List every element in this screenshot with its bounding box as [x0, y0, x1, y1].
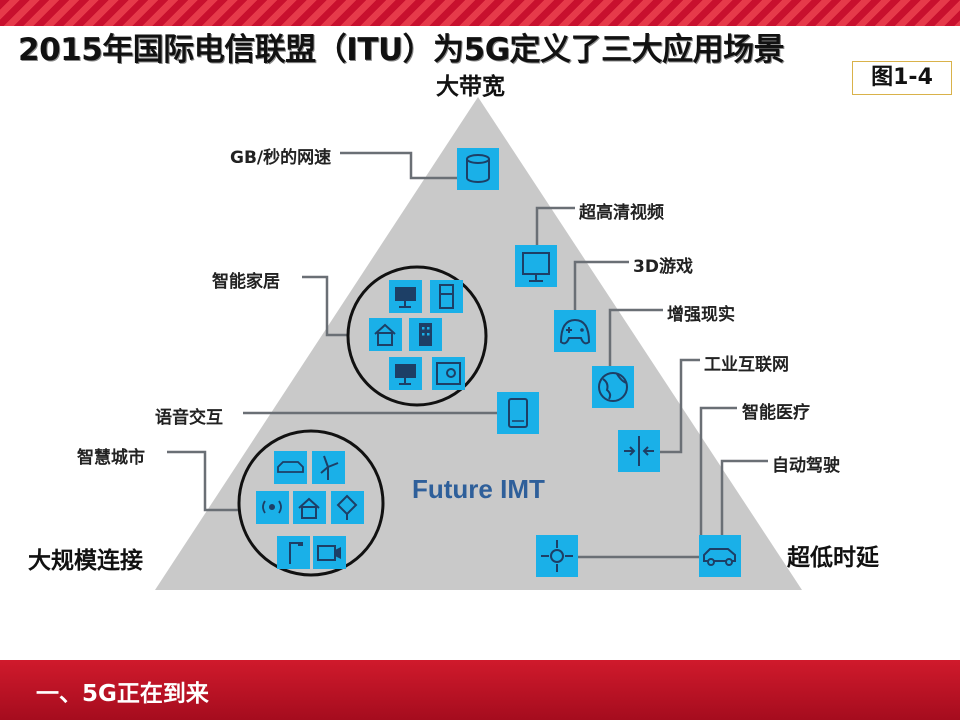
- street-light-icon: [277, 536, 310, 569]
- house-icon: [369, 318, 402, 351]
- corner-label-top: 大带宽: [436, 74, 505, 100]
- scenario-diagram: [155, 97, 802, 590]
- camera-icon: [313, 536, 346, 569]
- tv-icon: [389, 357, 422, 390]
- fridge-icon: [430, 280, 463, 313]
- car-icon: [274, 451, 307, 484]
- connector-lines: [167, 151, 768, 559]
- label-ar: 增强现实: [667, 305, 735, 325]
- label-voice-interaction: 语音交互: [155, 408, 223, 428]
- car-icon: [699, 535, 741, 577]
- signal-icon: [256, 491, 289, 524]
- label-3d-game: 3D游戏: [633, 257, 693, 277]
- label-smart-home: 智能家居: [212, 272, 280, 292]
- label-smart-medical: 智能医疗: [742, 403, 810, 423]
- top-decor-band: [0, 0, 960, 26]
- monitor-icon: [515, 245, 557, 287]
- label-industrial-internet: 工业互联网: [704, 355, 789, 375]
- label-gb-speed: GB/秒的网速: [230, 148, 332, 168]
- globe-icon: [592, 366, 634, 408]
- slide-title: 2015年国际电信联盟（ITU）为5G定义了三大应用场景: [18, 32, 785, 68]
- move-arrows-icon: [536, 535, 578, 577]
- corner-label-bottom-left: 大规模连接: [28, 548, 143, 574]
- future-imt-label: Future IMT: [412, 474, 545, 504]
- tv-icon: [389, 280, 422, 313]
- bottom-decor-band: [0, 660, 960, 720]
- label-smart-city: 智慧城市: [77, 448, 145, 468]
- tree-icon: [331, 491, 364, 524]
- section-title: 一、5G正在到来: [36, 681, 209, 707]
- corner-label-bottom-right: 超低时延: [787, 545, 879, 571]
- arrows-converge-icon: [618, 430, 660, 472]
- database-icon: [457, 148, 499, 190]
- house-icon: [293, 491, 326, 524]
- label-autonomous-driving: 自动驾驶: [772, 456, 840, 476]
- label-uhd-video: 超高清视频: [579, 203, 664, 223]
- figure-label: 图1-4: [852, 61, 952, 95]
- windmill-icon: [312, 451, 345, 484]
- safe-icon: [432, 357, 465, 390]
- tablet-icon: [497, 392, 539, 434]
- building-icon: [409, 318, 442, 351]
- gamepad-icon: [554, 310, 596, 352]
